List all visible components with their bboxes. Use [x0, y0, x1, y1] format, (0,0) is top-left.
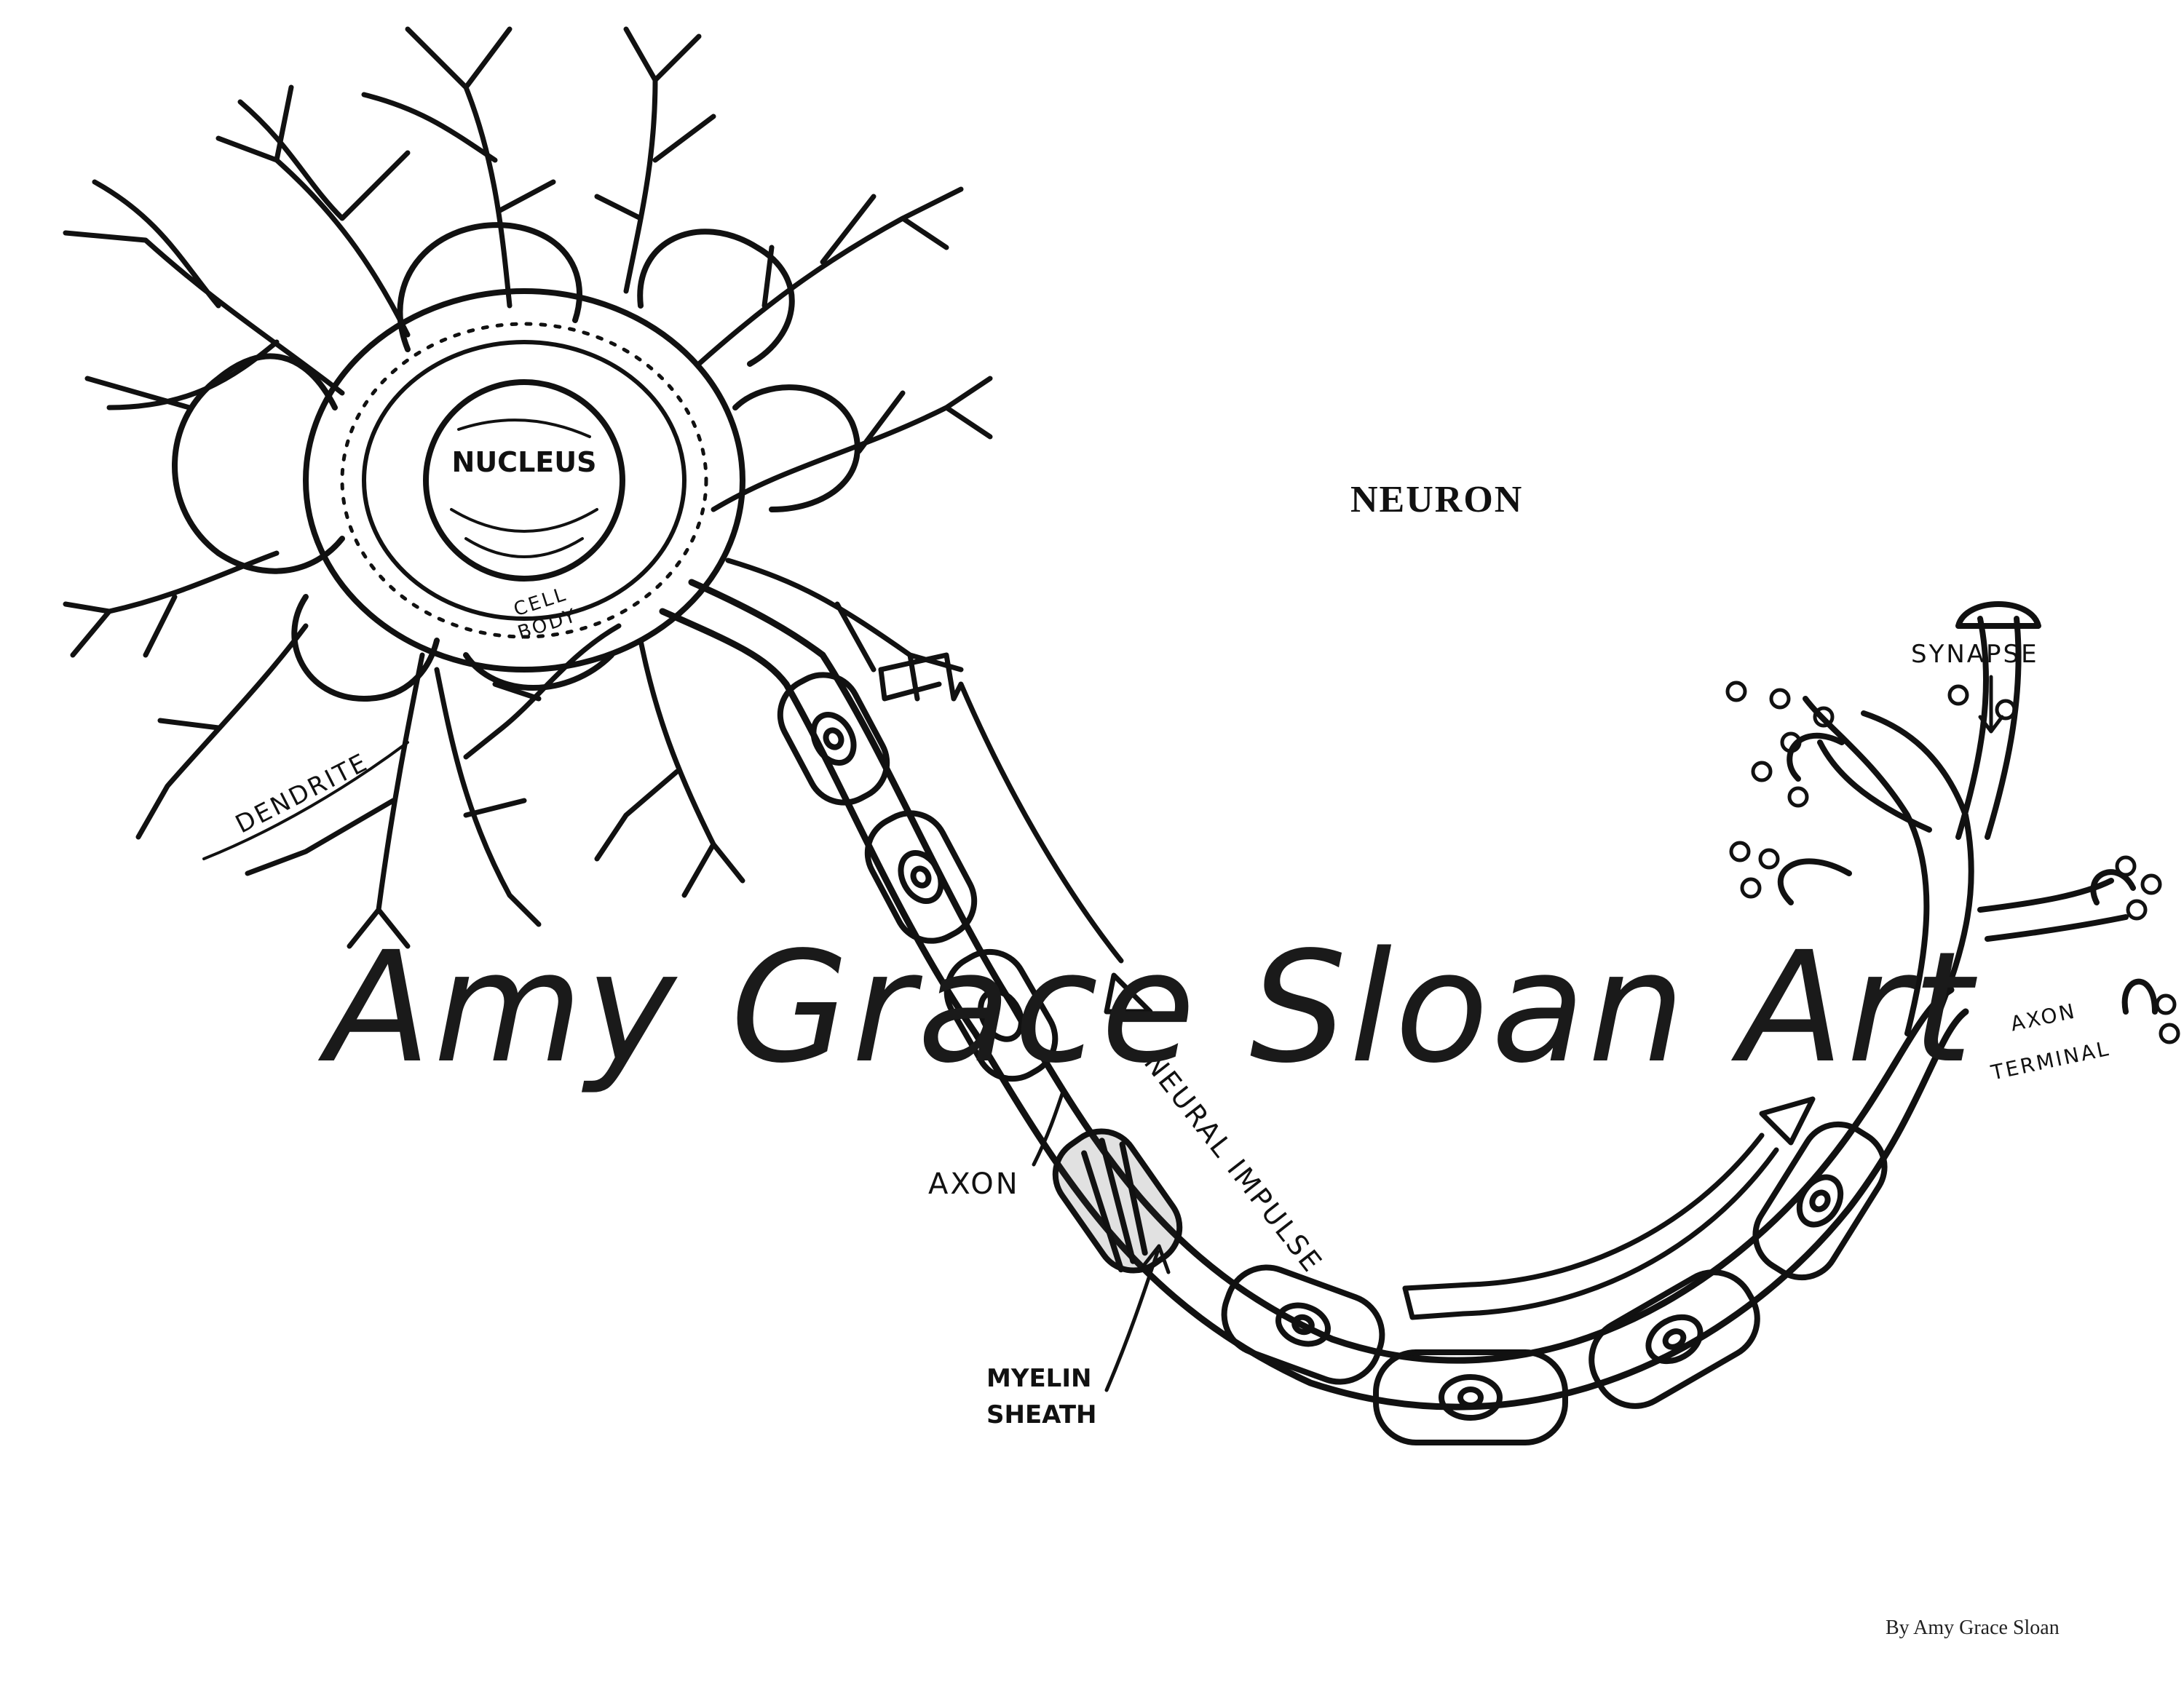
neural-impulse-arrow	[878, 652, 1816, 1320]
myelin-segment	[1588, 1269, 1760, 1409]
myelin-segment	[1373, 1349, 1568, 1445]
svg-text:AXON: AXON	[2009, 999, 2078, 1036]
cell-body	[303, 288, 745, 673]
axon	[659, 579, 1969, 1411]
myelin-segment	[864, 810, 978, 944]
synapse-arrow	[1978, 675, 2004, 734]
myelin-segment	[1052, 1128, 1183, 1274]
dendrites	[63, 26, 993, 949]
axon-terminal-label: AXON TERMINAL	[1988, 999, 2113, 1085]
myelin-label-line2: SHEATH	[986, 1400, 1097, 1429]
synaptic-vesicles	[1725, 681, 2180, 1044]
synapse-label: SYNAPSE	[1911, 640, 2039, 669]
nucleus: NUCLEUS	[423, 379, 625, 582]
cell-membrane-lobes	[172, 222, 860, 702]
myelin-segment	[1221, 1264, 1385, 1385]
myelin-sheath-segments	[777, 672, 1888, 1445]
axon-pointer	[1032, 1090, 1065, 1167]
diagram-title: NEURON	[1350, 479, 1523, 520]
cell-body-label: CELL BODY	[511, 583, 580, 644]
myelin-segment	[943, 948, 1059, 1082]
axon-terminal	[1777, 601, 2158, 1036]
myelin-label-line1: MYELIN	[986, 1364, 1091, 1393]
myelin-arrow	[1104, 1244, 1171, 1392]
nucleus-label: NUCLEUS	[452, 446, 597, 478]
dendrite-label-line	[202, 741, 409, 860]
myelin-segment	[777, 672, 890, 806]
watermark: Amy Grace Sloan Art	[317, 919, 1977, 1097]
artist-credit: By Amy Grace Sloan	[1886, 1616, 2060, 1639]
svg-text:TERMINAL: TERMINAL	[1988, 1036, 2113, 1085]
myelin-segment	[1752, 1121, 1888, 1281]
axon-label: AXON	[928, 1167, 1020, 1201]
